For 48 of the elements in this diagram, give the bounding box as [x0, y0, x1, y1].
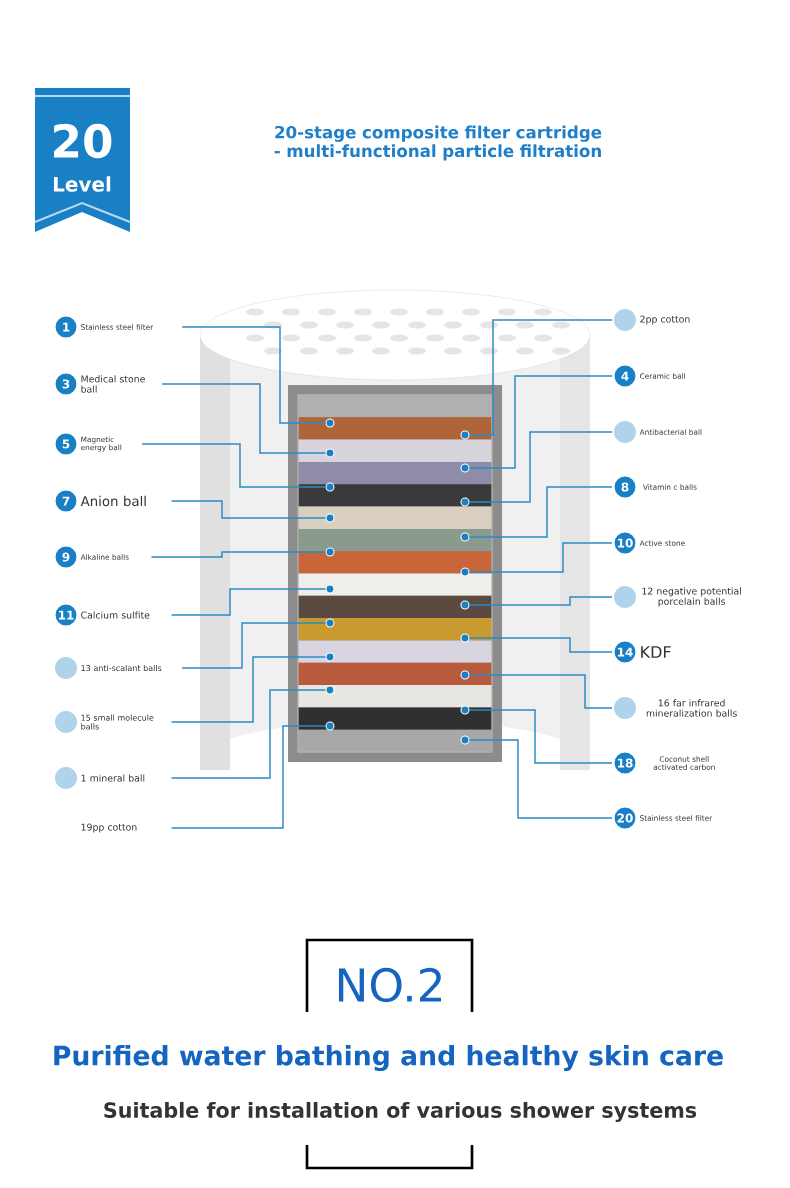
callout-label: 19pp cotton: [81, 823, 137, 833]
leader-line: [161, 383, 327, 454]
callout-label: Anion ball: [80, 495, 146, 507]
number-badge: 5: [54, 432, 78, 456]
callout-label: 1 mineral ball: [81, 774, 145, 782]
title: 20-stage composite filter cartridge - multi-functional particle filtration: [274, 125, 602, 161]
leader-line: [468, 709, 613, 764]
leader-line: [170, 656, 327, 723]
number-badge: 9: [54, 545, 78, 569]
leader-line: [181, 622, 327, 669]
leader-line: [170, 588, 327, 616]
leader-line: [468, 637, 613, 653]
number-badge: 14: [613, 640, 637, 664]
number-badge: 18: [613, 751, 637, 775]
heading: Purified water bathing and healthy skin care: [54, 1045, 723, 1071]
number-badge: 11: [54, 603, 78, 627]
leader-line: [468, 431, 613, 503]
leader-line: [468, 542, 613, 573]
leader-line: [468, 319, 613, 436]
number-badge: 8: [613, 475, 637, 499]
number-badge: 4: [613, 364, 637, 388]
number-badge: 3: [54, 372, 78, 396]
callout-label: 13 anti-scalant balls: [81, 664, 162, 672]
leader-line: [468, 486, 613, 538]
number-badge: 7: [54, 489, 78, 513]
leader-line: [170, 725, 327, 829]
subheading: Suitable for installation of various shower systems: [104, 1101, 697, 1123]
ribbon-badge: 20 Level: [34, 88, 131, 232]
callout-label: KDF: [641, 646, 671, 658]
callout-label: 12 negative potential porcelain balls: [642, 587, 741, 607]
callout-label: 16 far infrared mineralization balls: [646, 699, 737, 717]
leader-line: [468, 596, 613, 606]
callout-label: 15 small molecule balls: [81, 714, 154, 730]
number-badge: 1: [54, 315, 78, 339]
number-badge: 20: [613, 806, 637, 830]
leader-line: [468, 739, 613, 819]
leader-line: [468, 674, 613, 709]
callout-label: 2pp cotton: [640, 315, 690, 325]
section-number: NO.2: [338, 967, 441, 1003]
callout-label: Medical stone ball: [81, 375, 145, 393]
leader-line: [170, 500, 327, 519]
leader-line: [181, 326, 327, 424]
leader-line: [170, 689, 327, 779]
callout-label: Calcium sulfite: [81, 611, 150, 619]
leader-line: [150, 551, 327, 558]
leader-line: [468, 375, 613, 469]
number-badge: 10: [613, 531, 637, 555]
leader-line: [141, 443, 327, 488]
